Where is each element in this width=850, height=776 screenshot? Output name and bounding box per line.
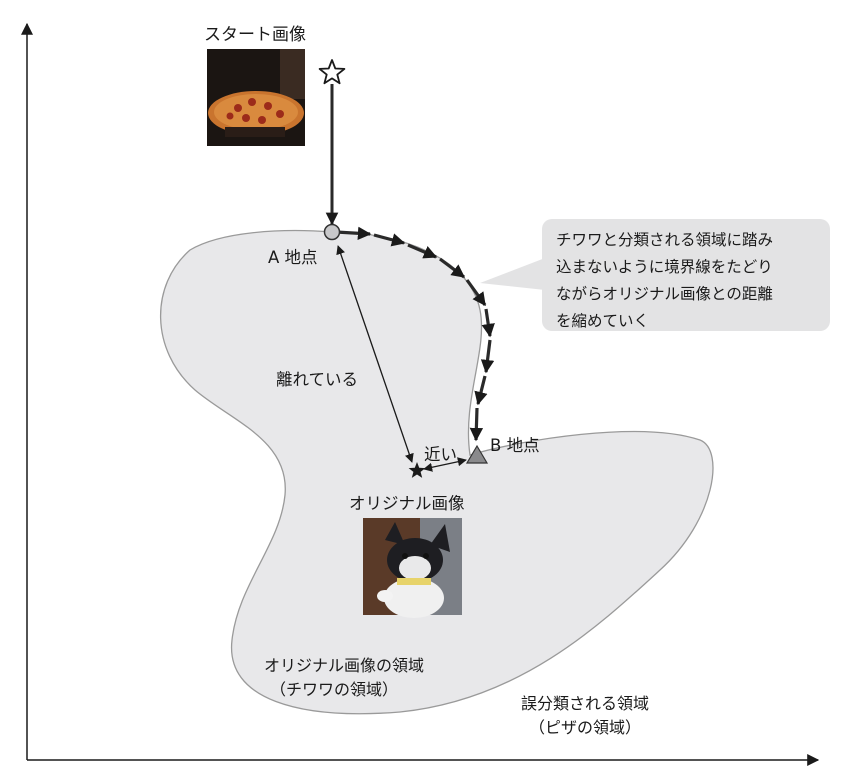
callout-line-2: 込まないように境界線をたどり [556, 258, 773, 276]
original-image-chihuahua-photo [363, 518, 462, 618]
start-image-pizza-photo [207, 49, 305, 146]
misclassified-region-label-line-2: （ピザの領域） [528, 718, 641, 737]
point-b-marker [465, 444, 489, 464]
near-label: 近い [424, 445, 457, 464]
original-image-label: オリジナル画像 [349, 494, 465, 513]
boundary-path [335, 226, 495, 442]
callout-line-4: を縮めていく [556, 312, 650, 330]
near-distance-arrow [423, 457, 467, 472]
point-a-marker [323, 223, 341, 241]
callout-line-1: チワワと分類される領域に踏み [556, 231, 774, 249]
start-star-icon [318, 59, 346, 85]
misclassified-region-label-line-1: 誤分類される領域 [520, 694, 649, 713]
original-image-region [159, 229, 714, 715]
point-a-label: A 地点 [268, 248, 318, 267]
callout-line-3: ながらオリジナル画像との距離 [556, 285, 773, 303]
callout-pointer [480, 258, 545, 290]
original-region-label-line-2: （チワワの領域） [269, 680, 398, 699]
start-image-label: スタート画像 [204, 25, 306, 45]
far-label: 離れている [276, 370, 359, 389]
callout-box: チワワと分類される領域に踏み 込まないように境界線をたどり ながらオリジナル画像… [542, 219, 830, 331]
point-b-label: B 地点 [490, 436, 540, 455]
original-star-icon [408, 462, 426, 478]
original-region-label-line-1: オリジナル画像の領域 [263, 656, 424, 675]
far-distance-arrow [336, 245, 414, 463]
